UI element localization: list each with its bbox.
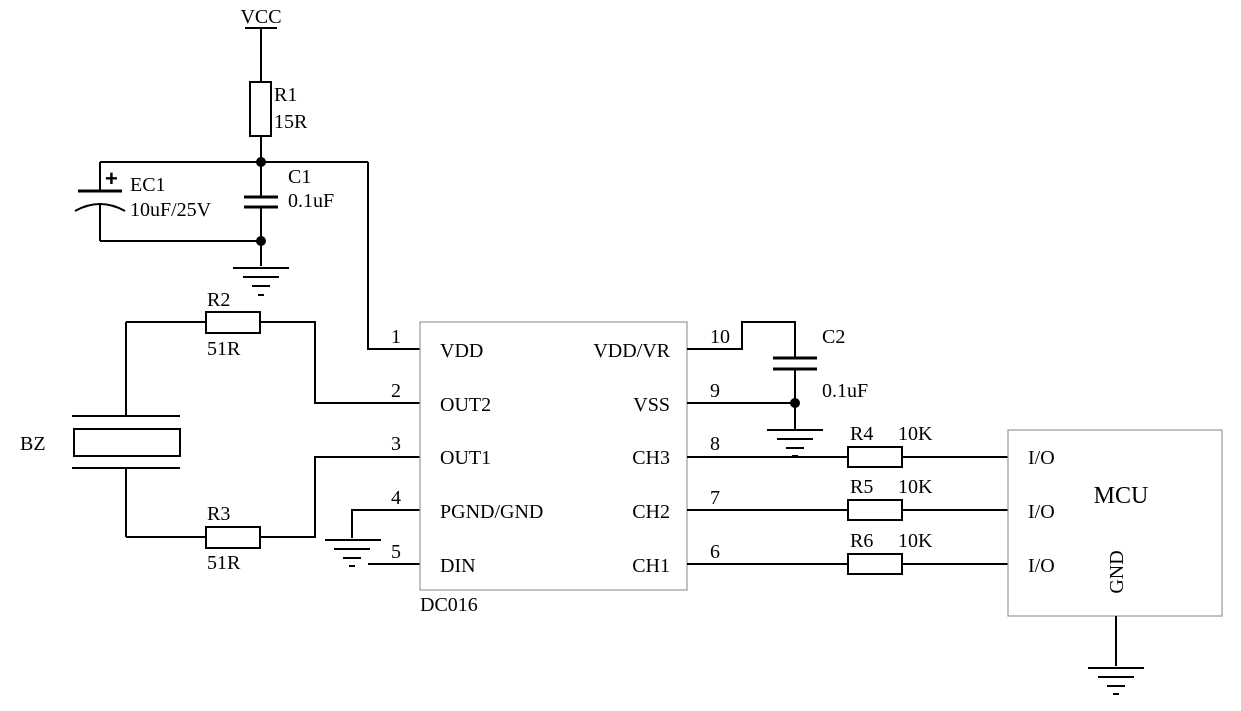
r2-ref: R2: [207, 289, 230, 311]
mcu-pin-gnd: GND: [1106, 550, 1128, 593]
r6-ref: R6: [850, 530, 873, 552]
mcu-pin-io-1: I/O: [1028, 447, 1055, 469]
vcc-label: VCC: [240, 6, 281, 28]
mcu-pin-io-3: I/O: [1028, 555, 1055, 577]
r5-ref: R5: [850, 476, 873, 498]
r4-value: 10K: [898, 423, 933, 445]
pin-name-ch1: CH1: [632, 555, 670, 577]
resistor-r5: R5 10K: [687, 476, 1008, 521]
capacitor-ec1: + EC1 10uF/25V: [74, 162, 261, 242]
pin-name-out1: OUT1: [440, 447, 491, 469]
capacitor-c2: C2 0.1uF: [687, 321, 868, 430]
r3-ref: R3: [207, 503, 230, 525]
bz-ref: BZ: [20, 433, 46, 455]
resistor-r3: R3 51R: [126, 456, 420, 574]
ground-symbol-pgnd: [325, 509, 420, 567]
pin-number-4: 4: [391, 487, 401, 509]
resistor-r2: R2 51R: [126, 289, 420, 404]
ic-dc016: DC016 1 2 3 4 5 VDD OUT2 OUT1 PGND/GND D…: [391, 321, 730, 616]
pin-name-pgnd-gnd: PGND/GND: [440, 501, 543, 523]
pin-number-2: 2: [391, 380, 401, 402]
r1-ref: R1: [274, 84, 297, 106]
pin-name-ch3: CH3: [632, 447, 670, 469]
r5-value: 10K: [898, 476, 933, 498]
c1-ref: C1: [288, 166, 311, 188]
pin-name-vdd-vr: VDD/VR: [593, 340, 670, 362]
ground-symbol-c2: [767, 429, 823, 457]
mcu-block: MCU I/O I/O I/O GND: [1007, 429, 1223, 666]
resistor-r6: R6 10K: [687, 530, 1008, 575]
c1-value: 0.1uF: [288, 190, 334, 212]
pin-number-1: 1: [391, 326, 401, 348]
r1-value: 15R: [274, 111, 308, 133]
pin-name-out2: OUT2: [440, 394, 491, 416]
r4-ref: R4: [850, 423, 873, 445]
mcu-pin-io-2: I/O: [1028, 501, 1055, 523]
c2-ref: C2: [822, 326, 845, 348]
ec1-ref: EC1: [130, 174, 166, 196]
pin-number-9: 9: [710, 380, 720, 402]
pin-number-8: 8: [710, 433, 720, 455]
ground-symbol-mcu: [1088, 667, 1144, 695]
wire-to-pin1: [367, 162, 420, 350]
pin-number-10: 10: [710, 326, 730, 348]
pin-name-vss: VSS: [633, 394, 670, 416]
mcu-name: MCU: [1094, 483, 1149, 509]
r3-value: 51R: [207, 552, 241, 574]
pin-number-6: 6: [710, 541, 720, 563]
ic-name: DC016: [420, 594, 478, 616]
vcc-symbol: VCC: [240, 6, 282, 82]
capacitor-c1: C1 0.1uF: [244, 162, 334, 266]
ec1-value: 10uF/25V: [130, 199, 212, 221]
pin-name-din: DIN: [440, 555, 476, 577]
buzzer-bz: BZ: [20, 322, 181, 537]
resistor-r1: R1 15R: [249, 81, 308, 162]
pin-number-7: 7: [710, 487, 720, 509]
pin-name-ch2: CH2: [632, 501, 670, 523]
resistor-r4: R4 10K: [687, 423, 1008, 468]
ec1-polarity: +: [105, 166, 118, 191]
c2-value: 0.1uF: [822, 380, 868, 402]
pin-name-vdd: VDD: [440, 340, 483, 362]
pin-number-3: 3: [391, 433, 401, 455]
r2-value: 51R: [207, 338, 241, 360]
pin-number-5: 5: [391, 541, 401, 563]
r6-value: 10K: [898, 530, 933, 552]
ground-symbol-c1: [233, 267, 289, 296]
